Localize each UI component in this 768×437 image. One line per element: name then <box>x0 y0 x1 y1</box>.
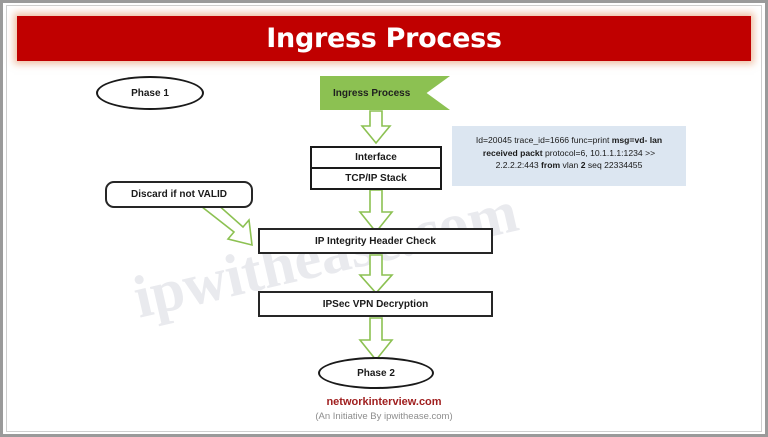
log-line-3: >> 2.2.2.2:443 from vlan 2 seq 22334455 <box>496 148 655 171</box>
log-line-3-plain-a: >> 2.2.2.2:443 <box>495 147 656 171</box>
log-line-2-bold: lan received packt <box>482 135 663 158</box>
arrow-integrity-to-ipsec <box>358 254 394 295</box>
node-discard-label: Discard if not VALID <box>131 189 227 200</box>
arrow-ribbon-to-interface <box>360 110 392 145</box>
log-line-1: Id=20045 trace_id=1666 func=print msg=vd… <box>476 135 648 145</box>
log-line-3-plain-c: seq 22334455 <box>585 160 643 171</box>
node-interface-stack[interactable]: Interface TCP/IP Stack <box>310 146 442 190</box>
footer-initiative: (An Initiative By ipwithease.com) <box>315 411 453 422</box>
node-ipsec-vpn-decryption[interactable]: IPSec VPN Decryption <box>258 291 493 317</box>
log-line-2: lan received packt protocol=6, 10.1.1.1:… <box>483 135 662 158</box>
node-ip-integrity-label: IP Integrity Header Check <box>315 235 436 247</box>
node-discard-if-not-valid[interactable]: Discard if not VALID <box>105 181 253 208</box>
node-ingress-process-ribbon[interactable]: Ingress Process <box>320 76 450 110</box>
node-phase-2[interactable]: Phase 2 <box>318 357 434 389</box>
title-banner: Ingress Process <box>17 16 751 61</box>
node-ip-integrity-header-check[interactable]: IP Integrity Header Check <box>258 228 493 254</box>
page-title: Ingress Process <box>266 23 502 54</box>
log-line-3-bold-a: from <box>541 160 561 171</box>
arrow-stack-to-integrity <box>358 189 394 234</box>
log-message-box: Id=20045 trace_id=1666 func=print msg=vd… <box>452 126 686 186</box>
node-interface-row[interactable]: Interface <box>312 148 440 169</box>
log-line-1-plain: Id=20045 trace_id=1666 func=print <box>475 135 612 145</box>
node-ingress-process-label: Ingress Process <box>333 87 411 99</box>
log-line-3-bold-b: 2 <box>580 160 586 171</box>
log-line-3-plain-b: vlan <box>560 160 581 171</box>
node-phase-2-label: Phase 2 <box>357 367 395 379</box>
footer-site[interactable]: networkinterview.com <box>326 396 442 408</box>
arrow-ipsec-to-phase2 <box>358 317 394 362</box>
log-line-1-bold: msg=vd- <box>611 135 648 145</box>
node-phase-1-label: Phase 1 <box>131 87 169 99</box>
node-tcpip-stack-row[interactable]: TCP/IP Stack <box>345 173 407 184</box>
node-ipsec-label: IPSec VPN Decryption <box>322 298 429 310</box>
node-phase-1[interactable]: Phase 1 <box>96 76 204 110</box>
log-line-2-plain: protocol=6, 10.1.1.1:1234 <box>542 147 643 158</box>
